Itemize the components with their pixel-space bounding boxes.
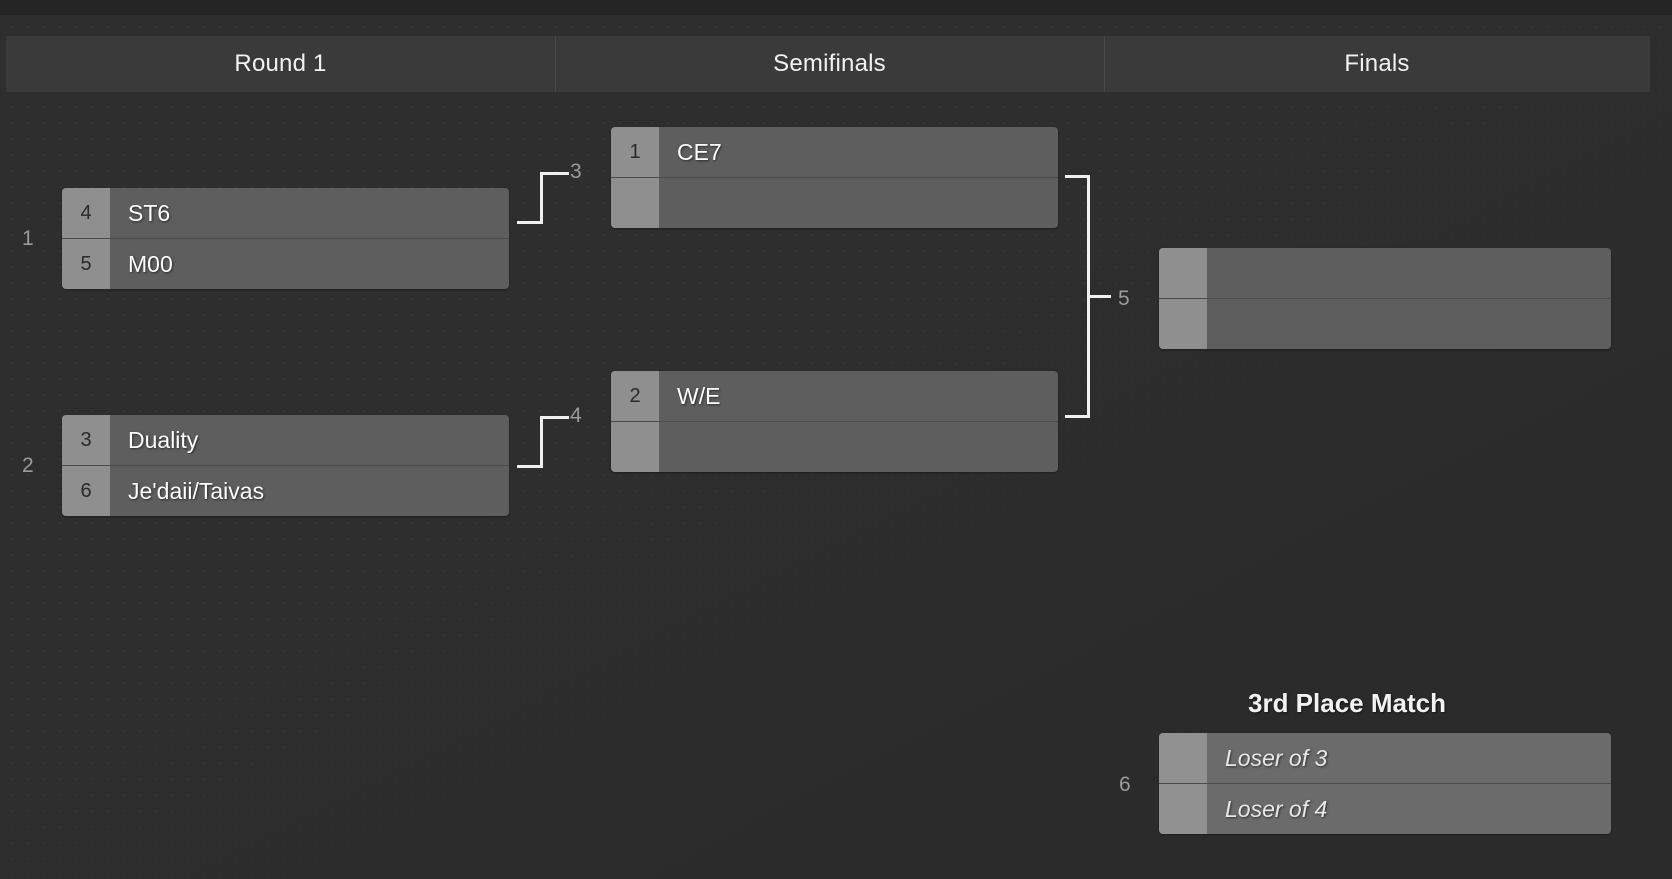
connector-semifinals-to-final [1065,175,1111,418]
third-place-title: 3rd Place Match [1248,688,1446,718]
team-name: Duality [128,426,199,453]
match-number-6-label: 6 [1119,773,1131,796]
match-number-4-label: 4 [570,404,582,427]
connector-segment [540,172,543,224]
team-name: M00 [128,250,173,277]
connector-match-2-to-4 [517,416,569,468]
match-6[interactable]: Loser of 3 Loser of 4 [1159,733,1611,834]
match-slot[interactable]: 1 CE7 [611,127,1058,177]
connector-segment [540,172,569,175]
connector-segment [517,465,543,468]
connector-segment [1087,295,1111,298]
team-name: Je'daii/Taivas [128,477,265,504]
match-number-2: 2 [22,454,34,477]
seed-number [611,178,659,228]
round-header-label: Round 1 [234,50,327,77]
seed-number: 5 [62,239,110,289]
match-slot[interactable] [611,421,1058,472]
seed-number: 3 [62,415,110,465]
team-name: CE7 [677,138,722,165]
seed-number: 4 [62,188,110,238]
match-slot[interactable]: 6 Je'daii/Taivas [62,465,509,516]
match-5[interactable] [1159,248,1611,349]
seed-number [1159,784,1207,834]
team-name: ST6 [128,199,171,226]
match-3[interactable]: 1 CE7 [611,127,1058,228]
round-header-semifinals: Semifinals [555,36,1104,92]
seed-number: 1 [611,127,659,177]
match-slot[interactable] [1159,298,1611,349]
match-slot[interactable]: 3 Duality [62,415,509,465]
seed-number: 2 [611,371,659,421]
match-4[interactable]: 2 W/E [611,371,1058,472]
seed-number [611,422,659,472]
match-slot[interactable]: 2 W/E [611,371,1058,421]
match-slot[interactable] [1159,248,1611,298]
top-strip [0,0,1672,15]
round-header-finals: Finals [1104,36,1650,92]
team-name: W/E [677,382,721,409]
connector-segment [1065,415,1090,418]
match-slot[interactable]: 5 M00 [62,238,509,289]
team-name: Loser of 4 [1225,795,1328,822]
match-slot[interactable]: Loser of 4 [1159,783,1611,834]
match-slot[interactable] [611,177,1058,228]
team-name: Loser of 3 [1225,744,1328,771]
connector-match-1-to-3 [517,172,569,224]
match-number-5-label: 5 [1118,287,1130,310]
match-2[interactable]: 3 Duality 6 Je'daii/Taivas [62,415,509,516]
connector-segment [540,416,569,419]
connector-segment [1065,175,1090,178]
match-slot[interactable]: Loser of 3 [1159,733,1611,783]
round-header-label: Finals [1344,50,1410,77]
match-slot[interactable]: 4 ST6 [62,188,509,238]
round-header-label: Semifinals [773,50,886,77]
seed-number [1159,248,1207,298]
connector-segment [517,221,543,224]
round-header-round-1: Round 1 [6,36,555,92]
match-number-3-label: 3 [570,160,582,183]
connector-segment [540,416,543,468]
match-1[interactable]: 4 ST6 5 M00 [62,188,509,289]
seed-number [1159,299,1207,349]
round-header-bar: Round 1 Semifinals Finals [6,36,1650,92]
match-number-1: 1 [22,227,34,250]
seed-number: 6 [62,466,110,516]
seed-number [1159,733,1207,783]
